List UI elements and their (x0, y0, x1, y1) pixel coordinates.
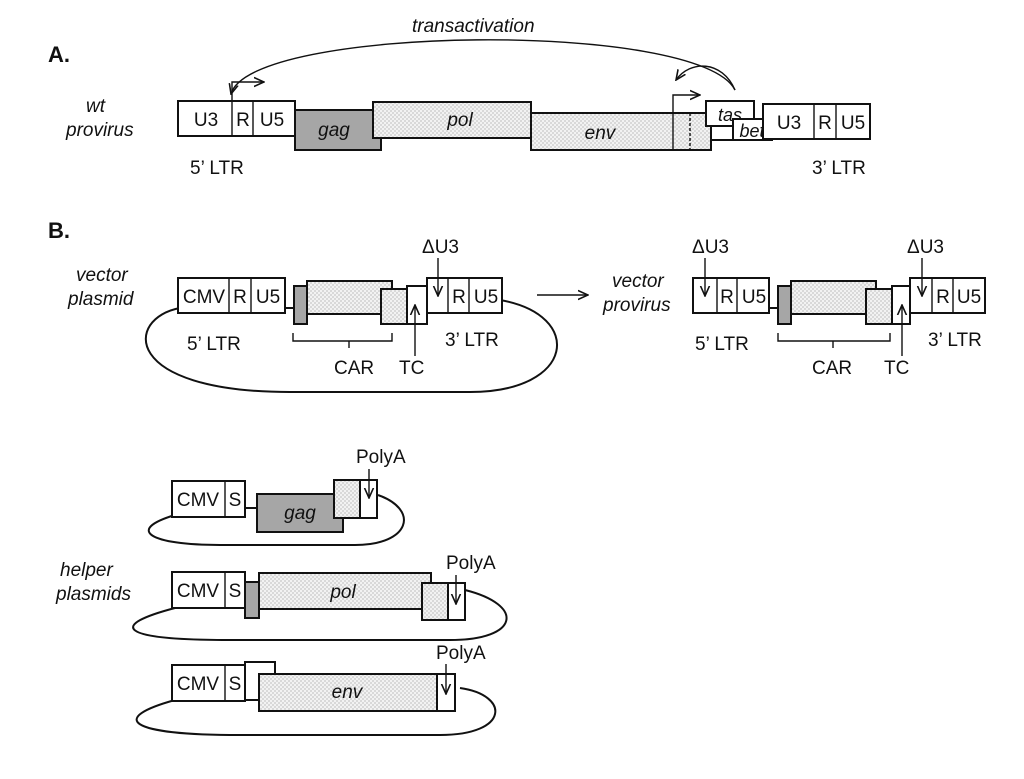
ltr5-promoter-arrow (231, 82, 264, 101)
pol-label: pol (446, 110, 473, 131)
wt-3-ltr: U3 R U5 (762, 103, 871, 140)
section-b: B. vector plasmid CMV R U5 5’ LTR R U5 Δ… (48, 218, 986, 736)
vp-ltr3-r: R (452, 287, 466, 308)
pv-cargo (790, 280, 877, 315)
helper-plasmids-label-2: plasmids (55, 584, 131, 605)
hg-cmv: CMV (177, 490, 220, 511)
hp-cmv: CMV (177, 581, 220, 602)
hp-s: S (229, 581, 242, 602)
pv-ltr5-delta: ΔU3 (692, 237, 729, 258)
vector-plasmid: vector plasmid CMV R U5 5’ LTR R U5 ΔU3 … (67, 237, 558, 393)
pv-car-bracket (777, 333, 891, 342)
helper-gag-plasmid: CMV S gag PolyA (147, 447, 406, 546)
vp-car-bracket (292, 333, 393, 342)
internal-promoter-arrow (672, 95, 700, 113)
bet-label: bet (739, 121, 765, 141)
vp-ltr5-u5: U5 (256, 287, 280, 308)
vector-plasmid-backbone (144, 299, 558, 393)
pv-tc: TC (884, 358, 909, 379)
wt-label: wt (86, 96, 106, 117)
env-label: env (585, 123, 617, 144)
he-cmv: CMV (177, 674, 220, 695)
transactivation-arc (231, 39, 736, 94)
vp-ltr5-r: R (233, 287, 247, 308)
vp-tc: TC (399, 358, 424, 379)
vector-provirus: vector provirus R U5 ΔU3 5’ LTR R U5 ΔU3… (602, 237, 986, 379)
hg-polya: PolyA (356, 447, 406, 468)
transactivation-label: transactivation (412, 16, 535, 37)
pv-ltr3-r: R (936, 287, 950, 308)
vp-ltr5-caption: 5’ LTR (187, 334, 241, 355)
vp-ltr3-delta: ΔU3 (422, 237, 459, 258)
bet-connector (710, 125, 734, 141)
ltr3-u5: U5 (841, 113, 865, 134)
hp-pol: pol (329, 582, 356, 603)
ltr3-caption: 3’ LTR (812, 158, 866, 179)
vp-car: CAR (334, 358, 374, 379)
pv-ltr3-u5: U5 (957, 287, 981, 308)
pv-ltr5-r: R (720, 287, 734, 308)
vp-gag-fragment (293, 285, 308, 325)
pv-gag-fragment (777, 285, 792, 325)
gag-label: gag (318, 120, 350, 141)
vp-env-fragment (380, 288, 408, 325)
vp-tc-box (406, 285, 428, 325)
vector-provirus-label-2: provirus (602, 295, 671, 316)
provirus-label: provirus (65, 120, 134, 141)
helper-env-plasmid: CMV S env PolyA (135, 643, 497, 736)
he-env: env (332, 682, 364, 703)
ltr5-u5: U5 (260, 110, 284, 131)
vp-cargo (306, 280, 393, 315)
pv-car: CAR (812, 358, 852, 379)
pv-ltr3-caption: 3’ LTR (928, 330, 982, 351)
hg-gag-gene (256, 493, 344, 533)
vp-ltr3-caption: 3’ LTR (445, 330, 499, 351)
internal-promoter-arc (676, 65, 736, 91)
gag-gene (294, 109, 382, 151)
section-b-heading: B. (48, 218, 70, 243)
helper-pol-plasmid: CMV S pol PolyA (132, 553, 508, 641)
vp-ltr3-u5: U5 (474, 287, 498, 308)
pv-env-fragment (865, 288, 893, 325)
section-a-heading: A. (48, 42, 70, 67)
hg-s: S (229, 490, 242, 511)
pol-gene (372, 101, 532, 139)
he-s: S (229, 674, 242, 695)
pv-ltr5-caption: 5’ LTR (695, 334, 749, 355)
helper-plasmids-label-1: helper (60, 560, 113, 581)
he-polya: PolyA (436, 643, 486, 664)
vector-provirus-label-1: vector (612, 271, 664, 292)
section-a: A. wt provirus transactivation U3 R U5 5… (48, 16, 871, 179)
hp-pol-gene (258, 572, 432, 610)
hp-polya: PolyA (446, 553, 496, 574)
wt-5-ltr: U3 R U5 (177, 100, 296, 137)
pv-ltr5-u5: U5 (742, 287, 766, 308)
env-gene (530, 112, 712, 151)
vector-plasmid-label-2: plasmid (67, 289, 135, 310)
ltr3-u3: U3 (777, 113, 801, 134)
ltr5-u3: U3 (194, 110, 218, 131)
ltr3-r: R (818, 113, 832, 134)
vp-ltr5-cmv: CMV (183, 287, 226, 308)
vector-plasmid-label-1: vector (76, 265, 128, 286)
ltr5-caption: 5’ LTR (190, 158, 244, 179)
pv-ltr3-delta: ΔU3 (907, 237, 944, 258)
pv-tc-box (891, 285, 911, 325)
hg-gag: gag (284, 503, 316, 524)
ltr5-r: R (236, 110, 250, 131)
